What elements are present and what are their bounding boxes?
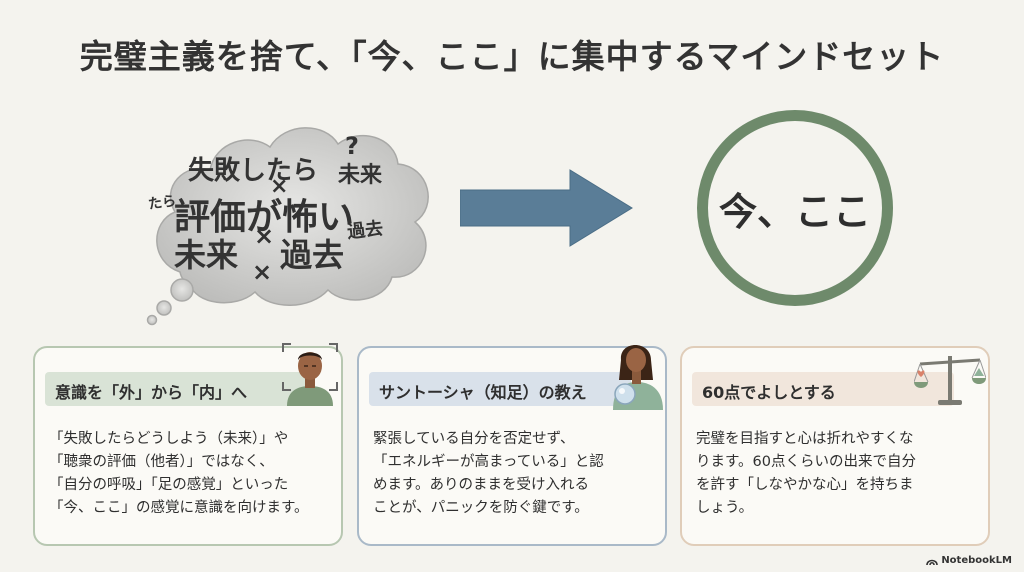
card-line: 完璧を目指すと心は折れやすくな xyxy=(696,431,914,447)
footer-brand: NotebookLM xyxy=(926,555,1012,566)
card-line: 「聴衆の評価（他者）」ではなく、 xyxy=(49,454,274,470)
woman-holding-orb-icon xyxy=(613,345,663,410)
card-line: ります。60点くらいの出来で自分 xyxy=(696,454,916,470)
cloud-word-past: 過去 xyxy=(280,236,345,274)
cloud-word-failure: 失敗したら xyxy=(188,156,319,186)
cloud-word-past-small: 過去 xyxy=(346,218,385,243)
card-line: 「今、ここ」の感覚に意識を向けます。 xyxy=(49,500,309,516)
card-line: めます。ありのままを受け入れる xyxy=(373,477,590,493)
thought-cloud: たら 失敗したら ? 未来 × 評価が怖い 過去 × 未来 × 過去 xyxy=(140,112,440,332)
card-line: 「失敗したらどうしよう（未来）」や xyxy=(49,431,289,447)
card-line: 「自分の呼吸」「足の感覚」といった xyxy=(49,477,289,493)
card-header: サントーシャ（知足）の教え xyxy=(369,372,631,406)
cross-mark: × xyxy=(254,222,275,250)
card-line: しょう。 xyxy=(696,500,754,516)
footer-text: NotebookLM xyxy=(941,555,1012,566)
card-line: を許す「しなやかな心」を持ちま xyxy=(696,477,914,493)
card-body: 緊張している自分を否定せず、 「エネルギーが高まっている」と認 めます。ありのま… xyxy=(373,428,663,520)
cloud-word-tara: たら xyxy=(147,193,178,213)
card-line: 「エネルギーが高まっている」と認 xyxy=(373,454,604,470)
notebooklm-logo-icon xyxy=(926,559,939,565)
cloud-word-fear-evaluation: 評価が怖い xyxy=(174,197,355,238)
card-sixty-points: 60点でよしとする 完璧を目指すと心は折れやすくな ります。60点くらいの出来で… xyxy=(680,346,990,546)
cross-mark: × xyxy=(252,258,273,286)
thought-cloud-icon xyxy=(146,127,429,326)
card-line: 緊張している自分を否定せず、 xyxy=(373,431,575,447)
page-title: 完璧主義を捨て、「今、ここ」に集中するマインドセット xyxy=(79,37,945,76)
card-santosha: サントーシャ（知足）の教え 緊張している自分を否定せず、 「エネルギーが高まって… xyxy=(357,345,667,546)
balance-scale-icon xyxy=(914,356,986,405)
cross-mark: × xyxy=(270,174,289,199)
card-inner-focus: 意識を「外」から「内」へ 「失敗したらどうしよう（未来）」や 「聴衆の評価（他者… xyxy=(33,343,343,546)
now-here-circle: 今、ここ xyxy=(697,110,893,306)
card-line: ことが、パニックを防ぐ鍵です。 xyxy=(373,500,589,516)
question-mark: ? xyxy=(345,132,359,160)
meditating-person-icon xyxy=(282,343,338,406)
card-header: 意識を「外」から「内」へ xyxy=(45,372,307,406)
cloud-word-future: 未来 xyxy=(174,236,239,274)
card-body: 「失敗したらどうしよう（未来）」や 「聴衆の評価（他者）」ではなく、 「自分の呼… xyxy=(49,428,339,520)
cloud-word-future-small: 未来 xyxy=(338,163,383,188)
right-arrow-icon xyxy=(460,169,633,247)
card-body: 完璧を目指すと心は折れやすくな ります。60点くらいの出来で自分 を許す「しなや… xyxy=(696,428,986,520)
card-header: 60点でよしとする xyxy=(692,372,954,406)
circle-text: 今、ここ xyxy=(718,189,871,234)
